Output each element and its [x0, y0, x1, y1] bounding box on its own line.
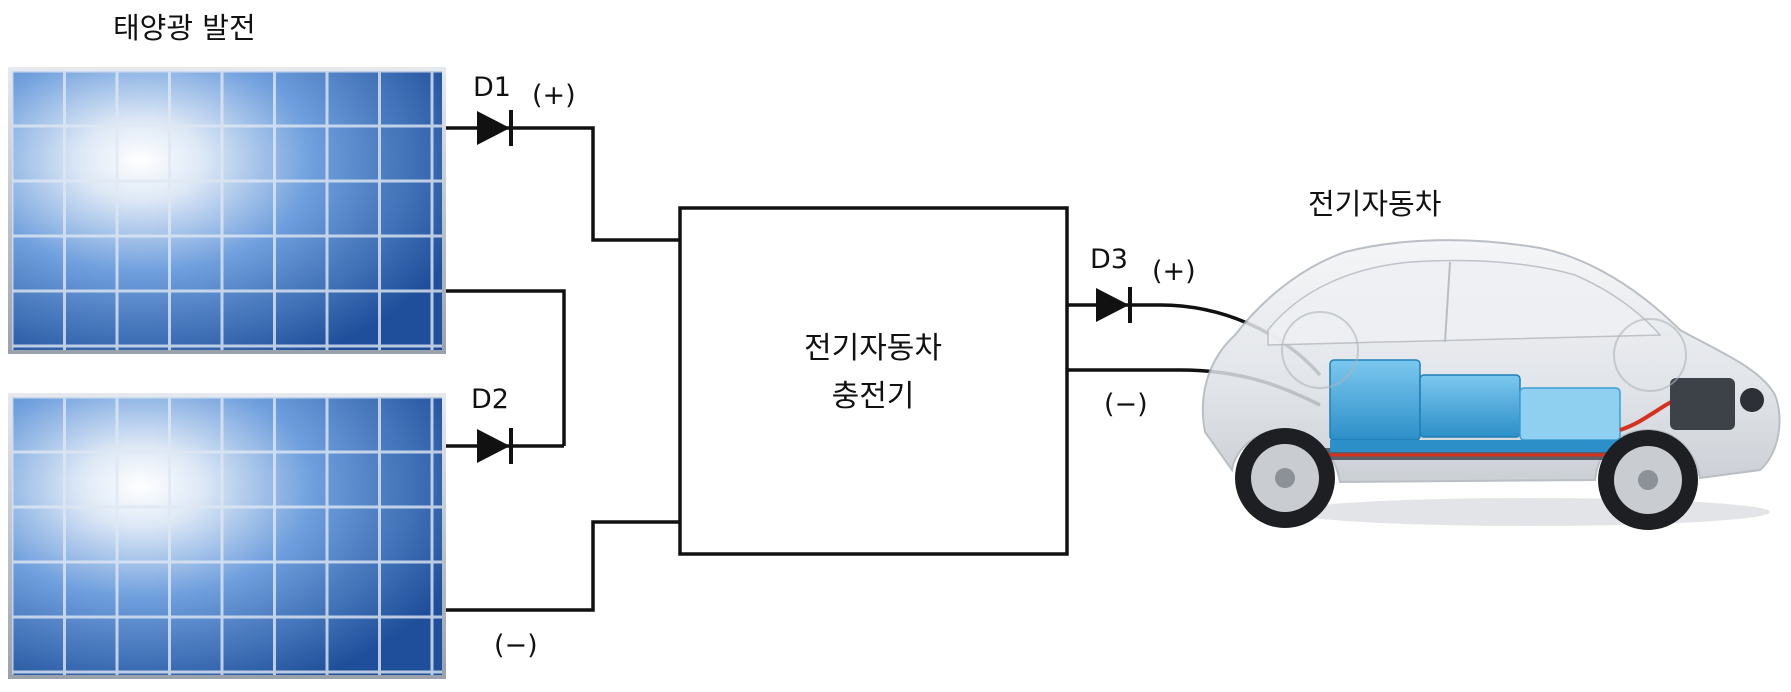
d1-label: D1: [473, 72, 511, 103]
solar-panel-icon: [8, 67, 446, 354]
charger-label-line2: 충전기: [832, 379, 915, 414]
diode-icon: [477, 110, 513, 146]
diode-d2: [477, 428, 513, 464]
solar-panel-1: [8, 67, 446, 354]
electric-car-icon: [1201, 239, 1781, 530]
d1-plus-label: (+): [532, 80, 576, 111]
diode-icon: [477, 428, 513, 464]
solar-panel-2: [8, 393, 446, 679]
diode-icon: [1096, 287, 1132, 323]
solar-panel-icon: [8, 393, 446, 679]
ev-charger-box: 전기자동차 충전기: [678, 206, 1069, 556]
solar-title: 태양광 발전: [113, 11, 256, 45]
ev-minus-label: (−): [1104, 389, 1148, 420]
diode-d3: [1096, 287, 1132, 323]
ev-title: 전기자동차: [1308, 187, 1441, 221]
charger-label-line1: 전기자동차: [804, 331, 942, 366]
d3-label: D3: [1090, 244, 1128, 275]
solar-minus-label: (−): [494, 630, 538, 661]
d2-label: D2: [471, 384, 509, 415]
diode-d1: [477, 110, 513, 146]
d3-plus-label: (+): [1152, 256, 1196, 287]
